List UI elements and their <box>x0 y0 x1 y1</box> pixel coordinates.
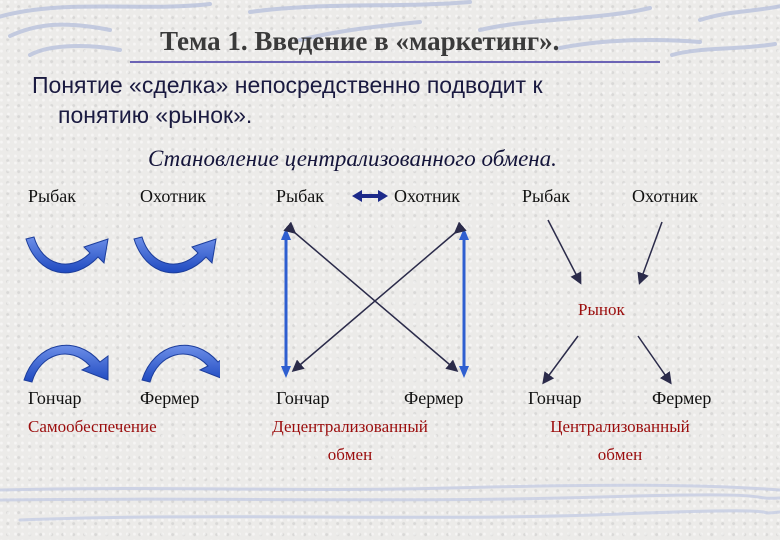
intro-text: Понятие «сделка» непосредственно подводи… <box>32 70 543 130</box>
vertical-arrow-left <box>281 228 291 378</box>
d2-caption-line-2: обмен <box>327 445 373 464</box>
title-underline <box>130 61 660 63</box>
circular-arrow-icon <box>25 236 109 274</box>
d1-caption: Самообеспечение <box>28 417 157 436</box>
d1-hunter-label: Охотник <box>140 186 206 206</box>
d1-potter-label: Гончар <box>28 388 82 408</box>
d3-hunter-label: Охотник <box>632 186 698 206</box>
d3-market-label: Рынок <box>578 300 625 319</box>
arrow-fisher-to-market <box>547 219 582 285</box>
section-subtitle: Становление централизованного обмена. <box>148 146 557 171</box>
d3-farmer-label: Фермер <box>652 388 712 408</box>
arrow-market-to-farmer <box>637 335 672 385</box>
page-title: Тема 1. Введение в «маркетинг». <box>160 26 560 56</box>
d2-exchange-arrows <box>281 190 469 378</box>
d3-market-arrows <box>542 219 672 385</box>
vertical-arrow-right <box>459 228 469 378</box>
d2-farmer-label: Фермер <box>404 388 464 408</box>
intro-line-2: понятию «рынок». <box>58 102 253 128</box>
d2-potter-label: Гончар <box>276 388 330 408</box>
arrow-market-to-potter <box>542 335 579 385</box>
d3-caption-line-2: обмен <box>597 445 643 464</box>
d2-caption-line-1: Децентрализованный <box>272 417 428 436</box>
d1-circular-arrows <box>23 236 220 383</box>
d3-caption-line-1: Централизованный <box>550 417 690 436</box>
d1-farmer-label: Фермер <box>140 388 200 408</box>
circular-arrow-icon <box>141 344 220 383</box>
double-arrow-icon <box>352 190 388 202</box>
diagonal-arrows <box>283 221 467 372</box>
d2-hunter-label: Охотник <box>394 186 460 206</box>
d3-potter-label: Гончар <box>528 388 582 408</box>
d1-fisher-label: Рыбак <box>28 186 76 206</box>
circular-arrow-icon <box>133 236 217 274</box>
d2-fisher-label: Рыбак <box>276 186 324 206</box>
circular-arrow-icon <box>23 344 109 383</box>
arrow-hunter-to-market <box>637 221 663 285</box>
d3-fisher-label: Рыбак <box>522 186 570 206</box>
intro-line-1: Понятие «сделка» непосредственно подводи… <box>32 72 543 98</box>
